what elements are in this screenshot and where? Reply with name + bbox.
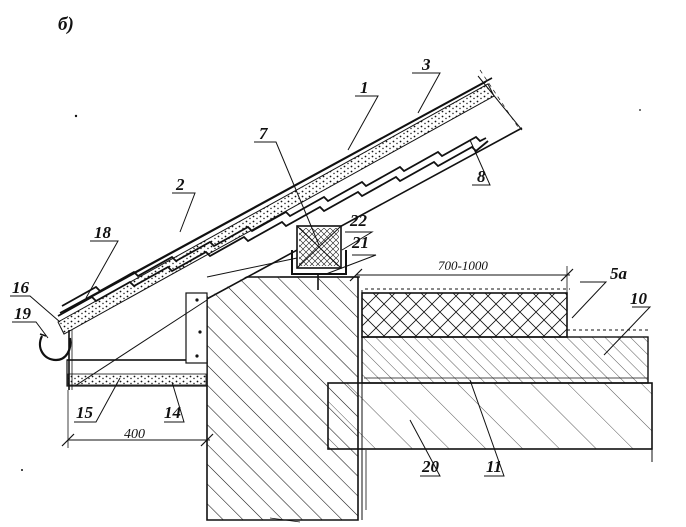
callout-15: 15: [76, 403, 94, 422]
figure-label: б): [58, 14, 74, 35]
eave-soffit: [66, 359, 208, 387]
callout-16: 16: [12, 278, 30, 297]
callout-11: 11: [486, 457, 502, 476]
callout-18: 18: [94, 223, 112, 242]
callout-10: 10: [630, 289, 648, 308]
callout-19: 19: [14, 304, 32, 323]
roof-tiles: [57, 81, 489, 317]
callout-7: 7: [259, 124, 269, 143]
anchor-bracket: [280, 250, 360, 290]
dimension-400: [61, 390, 214, 448]
callout-21: 21: [351, 233, 369, 252]
screed-layer: [361, 336, 649, 384]
dimension-700-1000-label: 700-1000: [438, 258, 488, 273]
fascia-board: [185, 292, 208, 364]
callout-5a: 5а: [610, 264, 628, 283]
leader-lines: [10, 72, 652, 477]
callout-1: 1: [360, 78, 369, 97]
roof-sheathing: [57, 83, 495, 335]
callout-8: 8: [477, 167, 486, 186]
callout-14: 14: [164, 403, 181, 422]
gutter: [38, 333, 72, 362]
callout-3: 3: [421, 55, 431, 74]
wall-plate-beam: [296, 225, 342, 269]
insulation-block: [361, 288, 650, 338]
callout-20: 20: [421, 457, 440, 476]
floor-slab: [327, 382, 653, 462]
eave-drip-edge: [68, 330, 73, 390]
dimension-700-1000: [349, 266, 574, 296]
callout-22: 22: [349, 211, 368, 230]
callout-2: 2: [175, 175, 185, 194]
dimension-400-label: 400: [124, 427, 145, 442]
scan-specks: [21, 109, 641, 471]
